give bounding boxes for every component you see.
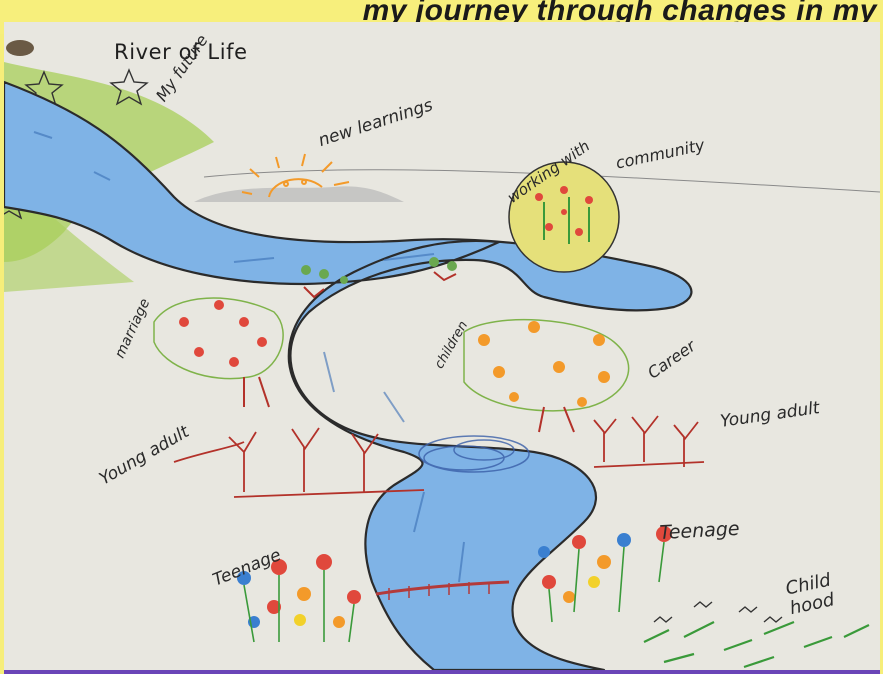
pin-icon	[6, 40, 34, 56]
drawing-photo: River of Life My future new learnings wo…	[4, 22, 880, 674]
label-teenage-right: Teenage	[659, 518, 740, 544]
